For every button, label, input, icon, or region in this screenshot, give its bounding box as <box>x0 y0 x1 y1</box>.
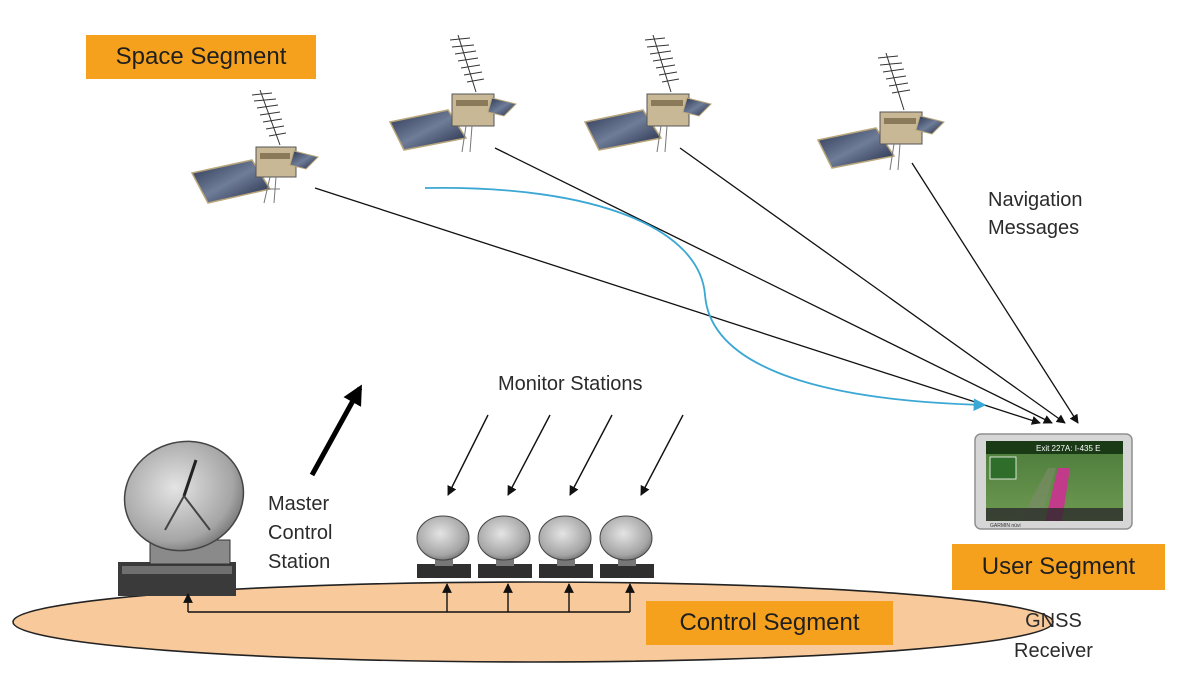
master-line3: Station <box>268 551 331 573</box>
space-segment-label: Space Segment <box>86 35 316 79</box>
ground-link-lines <box>183 583 635 613</box>
gnss-receiver-icon: Exit 227A: I-435 E GARMIN nüvi <box>974 433 1133 530</box>
master-control-station-label: Master Control Station <box>268 490 332 577</box>
gnss-receiver-label: GNSS Receiver <box>1014 606 1093 666</box>
monitor-stations-label: Monitor Stations <box>498 373 643 395</box>
satellite-icon <box>388 34 517 153</box>
master-uplink-arrow <box>309 384 363 477</box>
navigation-messages-line1: Navigation <box>988 189 1083 211</box>
satellite-icon <box>816 52 945 171</box>
receiver-line2: Receiver <box>1014 640 1093 662</box>
satellite-icon <box>583 34 712 153</box>
satellite-icon <box>190 89 319 204</box>
monitor-station-icon <box>538 515 593 578</box>
monitor-station-icon <box>416 515 471 578</box>
master-control-dish-icon <box>118 440 245 596</box>
navigation-message-lines <box>314 147 1079 425</box>
master-line2: Control <box>268 522 333 544</box>
navigation-messages-label: Navigation Messages <box>988 186 1083 242</box>
monitor-station-icon <box>599 515 654 578</box>
control-segment-label: Control Segment <box>646 601 893 645</box>
device-exit-text: Exit 227A: I-435 E <box>1036 444 1100 453</box>
monitor-arrows <box>447 414 684 496</box>
navigation-messages-line2: Messages <box>988 217 1080 239</box>
uplink-curve <box>424 187 987 411</box>
receiver-line1: GNSS <box>1025 610 1082 632</box>
device-brand: GARMIN nüvi <box>990 523 1021 529</box>
user-segment-label: User Segment <box>952 544 1165 590</box>
master-line1: Master <box>268 493 330 515</box>
monitor-station-icon <box>477 515 532 578</box>
